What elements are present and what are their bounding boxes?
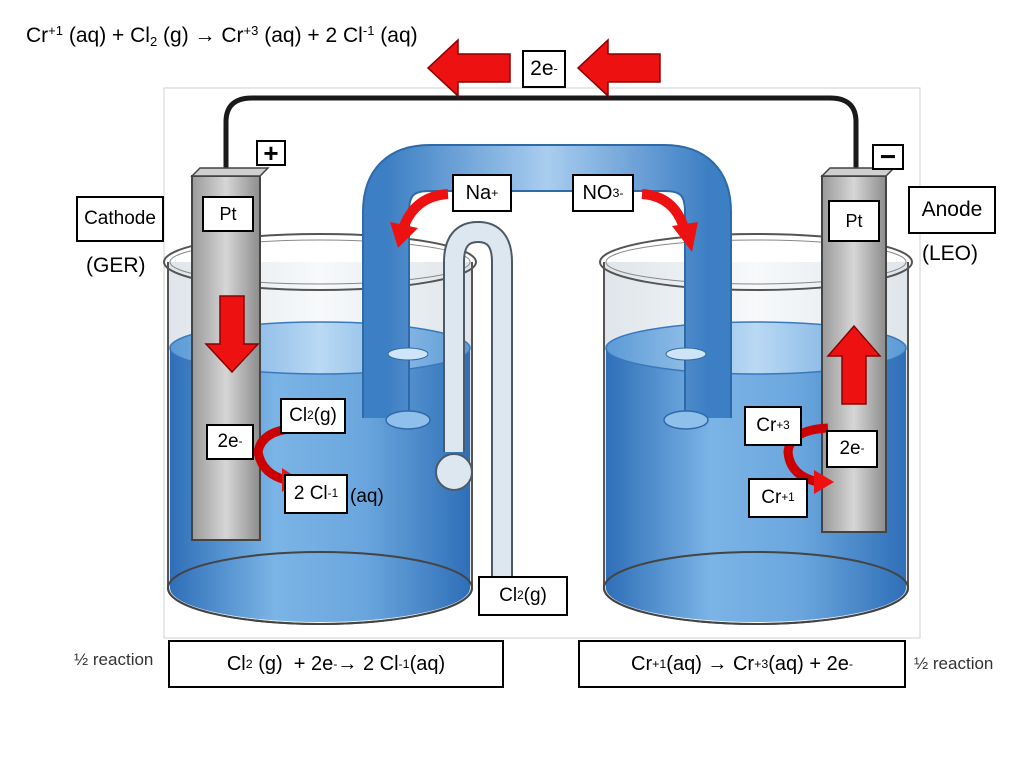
sodium-ion-arrow	[399, 189, 449, 229]
electron-flow-arrow-left	[426, 38, 511, 98]
anode-electrons-label: 2e-	[826, 430, 878, 468]
overall-equation: Cr+1 (aq) + Cl2 (g) → Cr+3 (aq) + 2 Cl-1…	[26, 22, 418, 49]
cathode-down-arrow	[204, 295, 260, 374]
nitrate-ion-arrow	[641, 189, 689, 230]
cathode-label: Cathode	[76, 196, 164, 242]
anode-half-reaction: Cr+1 (aq) → Cr+3 (aq) + 2e-	[578, 640, 906, 688]
cathode-mnemonic: (GER)	[86, 254, 146, 277]
half-reaction-label-right: ½ reaction	[914, 654, 994, 673]
electron-flow-arrow-right	[576, 38, 661, 98]
positive-terminal: +	[256, 140, 286, 166]
cathode-pt-label: Pt	[202, 196, 254, 232]
salt-bridge	[362, 144, 732, 430]
sodium-ion-arrowhead	[390, 222, 418, 248]
chromium-1-label: Cr+1	[748, 478, 808, 518]
chloride-state-label: (aq)	[350, 486, 384, 507]
anode-pt-label: Pt	[828, 200, 880, 242]
anode-up-arrow	[826, 324, 882, 405]
nitrate-ion-arrowhead	[672, 222, 698, 252]
external-wire	[223, 95, 859, 176]
anode-reaction-arrow	[783, 423, 829, 487]
chromium-3-label: Cr+3	[744, 406, 802, 446]
cathode-electrons-label: 2e-	[206, 424, 254, 460]
anode-reaction-arrowhead	[814, 470, 834, 494]
electron-transfer-box: 2e-	[522, 50, 566, 88]
anode-label: Anode	[908, 186, 996, 234]
negative-terminal: −	[872, 143, 904, 171]
half-reaction-label-left: ½ reaction	[74, 650, 154, 669]
anode-mnemonic: (LEO)	[922, 242, 979, 265]
chloride-ion-label: 2 Cl-1	[284, 474, 348, 514]
sodium-ion-label: Na+	[452, 174, 512, 212]
chlorine-gas-tube	[435, 220, 513, 578]
